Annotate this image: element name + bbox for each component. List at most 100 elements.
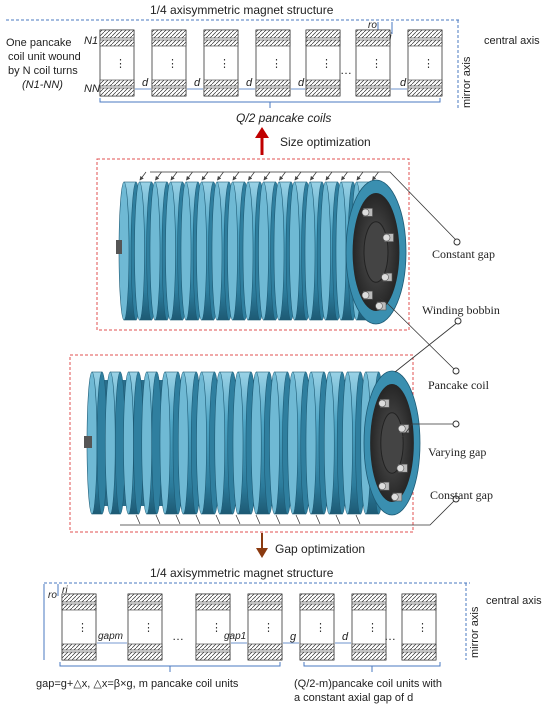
gap-arrow <box>372 171 379 181</box>
pancake-disc <box>104 371 126 515</box>
upper-magnet-3d <box>116 171 407 325</box>
bottom-mirror-axis-label: mirror axis <box>469 606 481 658</box>
top-coil-unit: ⋮ <box>305 29 341 97</box>
pancake-disc <box>123 371 144 515</box>
coil-dots: ⋮ <box>417 622 428 634</box>
top-gap-d-2: d <box>194 77 201 89</box>
bottom-right-caption-2: a constant axial gap of d <box>294 692 413 704</box>
end-face <box>345 179 407 325</box>
gap-arrow <box>217 171 224 181</box>
bottom-coil-unit: ⋮ <box>351 593 387 661</box>
coil-dots: ⋮ <box>211 622 222 634</box>
end-face <box>363 370 421 516</box>
gap-arrow <box>232 171 240 181</box>
upper-magnet-frame <box>96 158 410 331</box>
shaft-stub <box>116 240 122 254</box>
coil-dots: ⋮ <box>219 58 230 70</box>
gap-arrow <box>195 514 201 525</box>
leader-constant-gap-1 <box>150 171 457 241</box>
bottom-d: d <box>342 631 349 643</box>
size-optimization-label: Size optimization <box>280 135 371 149</box>
top-mirror-axis-label: mirror axis <box>461 56 473 108</box>
anchor-pancake-coil <box>452 367 460 375</box>
gap-arrow <box>170 171 178 181</box>
pancake-disc <box>141 371 163 515</box>
coil-dots: ⋮ <box>167 58 178 70</box>
lower-magnet-3d <box>84 370 421 525</box>
bottom-right-bracket <box>303 662 441 672</box>
top-coil-unit: ⋮ <box>151 29 187 97</box>
coil-dots: ⋮ <box>271 58 282 70</box>
top-title: 1/4 axisymmetric magnet structure <box>150 3 334 17</box>
gap-arrow <box>186 171 193 181</box>
bottom-coil-unit: ⋮ <box>247 593 283 661</box>
label-winding-bobbin: Winding bobbin <box>422 303 500 317</box>
top-coil-unit: ⋮ <box>99 29 135 97</box>
gap-arrow <box>155 514 161 525</box>
top-coil-units: ⋮ ⋮ ⋮ ⋮ ⋮ ⋮ ⋮ <box>99 29 443 97</box>
top-gap-d-4: d <box>298 77 305 89</box>
top-coil-unit: ⋮ <box>407 29 443 97</box>
bottom-coil-unit: ⋮ <box>401 593 437 661</box>
bottom-ro-label: ro <box>48 590 57 601</box>
top-gap-d-1: d <box>142 77 149 89</box>
bottom-coil-units: ⋮⋮⋮⋮⋮⋮⋮ <box>61 593 437 661</box>
label-constant-gap-2: Constant gap <box>430 488 493 502</box>
top-coil-unit: ⋮ <box>355 29 391 97</box>
bottom-schematic: 1/4 axisymmetric magnet structure mirror… <box>36 566 542 704</box>
coil-dots: ⋮ <box>367 622 378 634</box>
bottom-title: 1/4 axisymmetric magnet structure <box>150 566 334 580</box>
gap-arrow <box>295 514 301 525</box>
gap-arrow <box>263 171 271 181</box>
coil-dots: ⋮ <box>321 58 332 70</box>
top-coil-desc-1: One pancake <box>6 37 71 49</box>
gap-arrow <box>139 171 147 181</box>
bottom-g: g <box>290 631 297 643</box>
gap-arrow <box>341 171 348 181</box>
top-gap-d-5: d <box>400 77 407 89</box>
label-pancake-coil: Pancake coil <box>428 378 490 392</box>
gap-arrow <box>315 514 321 525</box>
bolt <box>390 492 403 502</box>
top-coil-unit: ⋮ <box>203 29 239 97</box>
top-central-axis-label: central axis <box>484 35 540 47</box>
bottom-hdots-1: … <box>172 629 184 643</box>
top-pancake-coils-label: Q/2 pancake coils <box>236 111 331 125</box>
bolt <box>361 208 373 217</box>
gap-arrow <box>215 514 221 525</box>
bottom-coil-unit: ⋮ <box>61 593 97 661</box>
gap-optimization-label: Gap optimization <box>275 542 365 556</box>
bolt <box>378 399 390 408</box>
gap-arrow <box>155 171 162 181</box>
bottom-coil-unit: ⋮ <box>195 593 231 661</box>
bottom-coil-unit: ⋮ <box>127 593 163 661</box>
coil-dots: ⋮ <box>371 58 382 70</box>
size-optimization-arrow: Size optimization <box>255 127 371 155</box>
gap-arrow <box>355 514 361 525</box>
gap-arrow <box>325 171 333 181</box>
gap-arrow <box>356 171 364 181</box>
gap-arrow <box>201 171 209 181</box>
bottom-ri-label: ri <box>62 585 68 596</box>
anchor-constant-gap-2 <box>452 495 460 503</box>
bottom-gap-1: gap1 <box>224 631 246 642</box>
top-ro-label: ro <box>368 20 377 31</box>
gap-arrow <box>335 514 341 525</box>
top-bracket <box>99 98 441 108</box>
bolt <box>381 272 393 282</box>
gap-arrow <box>294 171 302 181</box>
bottom-right-caption-1: (Q/2-m)pancake coil units with <box>294 678 442 690</box>
anchor-winding-bobbin <box>454 317 462 325</box>
top-coil-desc-2: coil unit wound <box>8 51 81 63</box>
top-gap-d-3: d <box>246 77 253 89</box>
pancake-disc <box>177 371 202 515</box>
bottom-central-axis-label: central axis <box>486 595 542 607</box>
callouts: Constant gap Winding bobbin Pancake coil… <box>120 171 500 526</box>
anchor-varying-gap <box>452 420 460 428</box>
gap-optimization-arrow: Gap optimization <box>256 533 365 558</box>
bottom-hdots-2: … <box>384 629 396 643</box>
top-hdots: … <box>340 63 352 77</box>
leader-winding-bobbin <box>394 321 459 373</box>
bottom-left-bracket <box>59 662 281 672</box>
